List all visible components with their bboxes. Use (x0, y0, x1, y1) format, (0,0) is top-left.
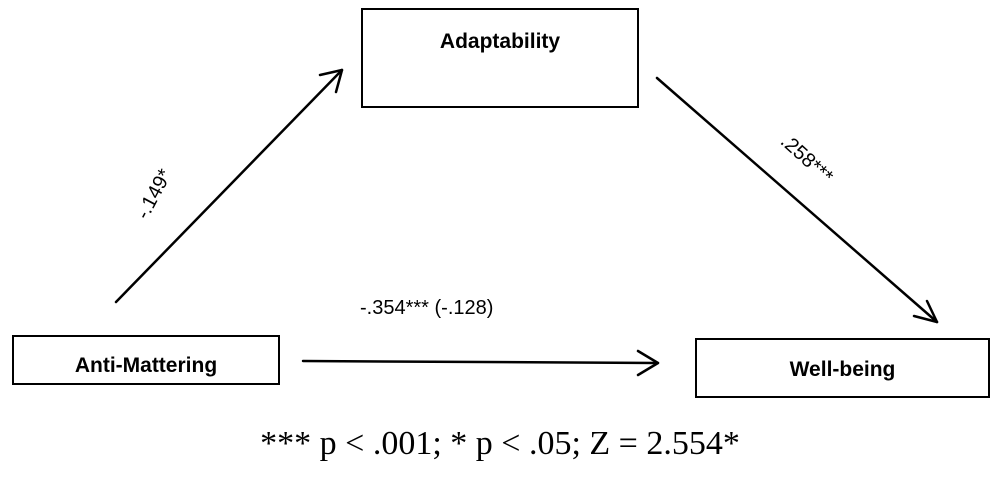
arrow-anti-mattering-to-adaptability (114, 68, 344, 304)
coefficient-path-c: -.354*** (-.128) (360, 297, 494, 319)
node-well-being: Well-being (695, 338, 990, 398)
node-anti-mattering: Anti-Mattering (12, 335, 280, 385)
arrow-anti-mattering-to-well-being (301, 349, 660, 377)
arrow-adaptability-to-well-being (655, 76, 939, 324)
node-adaptability: Adaptability (361, 8, 639, 108)
significance-footnote: *** p < .001; * p < .05; Z = 2.554* (260, 425, 740, 462)
